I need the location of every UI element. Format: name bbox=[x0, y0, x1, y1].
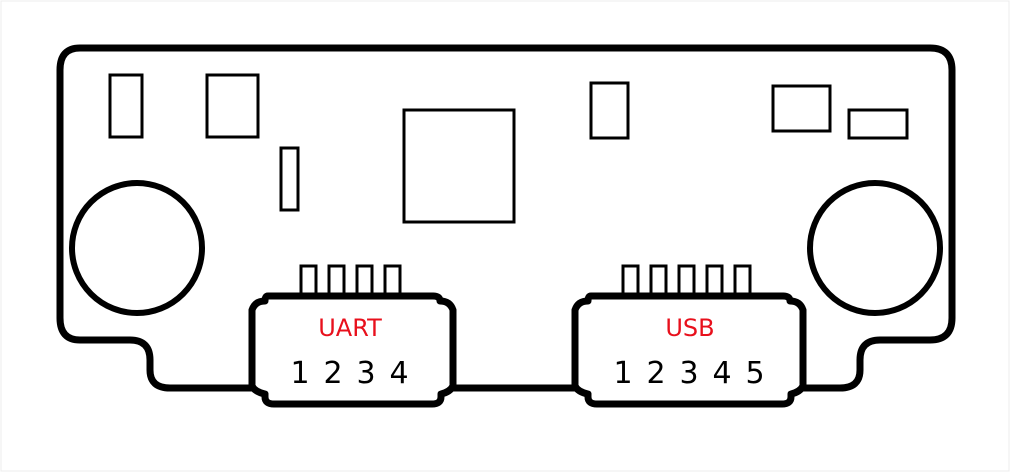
component-left-tall bbox=[108, 73, 144, 139]
main-chip bbox=[402, 108, 516, 224]
usb-pin-number-4: 4 bbox=[712, 356, 731, 391]
usb-connector-body bbox=[571, 292, 807, 408]
usb-label: USB bbox=[665, 314, 714, 342]
uart-pin-number-1: 1 bbox=[290, 356, 309, 391]
usb-pin-number-3: 3 bbox=[679, 356, 698, 391]
component-left-square bbox=[205, 73, 260, 139]
uart-label: UART bbox=[318, 314, 382, 342]
mounting-hole-right bbox=[807, 180, 943, 316]
usb-pin-number-5: 5 bbox=[745, 356, 764, 391]
uart-connector-body bbox=[248, 292, 457, 408]
usb-pads bbox=[621, 264, 752, 300]
usb-pin-number-1: 1 bbox=[613, 356, 632, 391]
uart-pin-number-2: 2 bbox=[323, 356, 342, 391]
component-right-square bbox=[771, 84, 832, 133]
component-right-small bbox=[589, 81, 630, 140]
mounting-hole-left bbox=[69, 180, 205, 316]
usb-pin-number-2: 2 bbox=[646, 356, 665, 391]
uart-pin-number-4: 4 bbox=[389, 356, 408, 391]
component-narrow bbox=[279, 146, 300, 212]
uart-pin-number-3: 3 bbox=[356, 356, 375, 391]
component-right-flat bbox=[847, 108, 909, 140]
